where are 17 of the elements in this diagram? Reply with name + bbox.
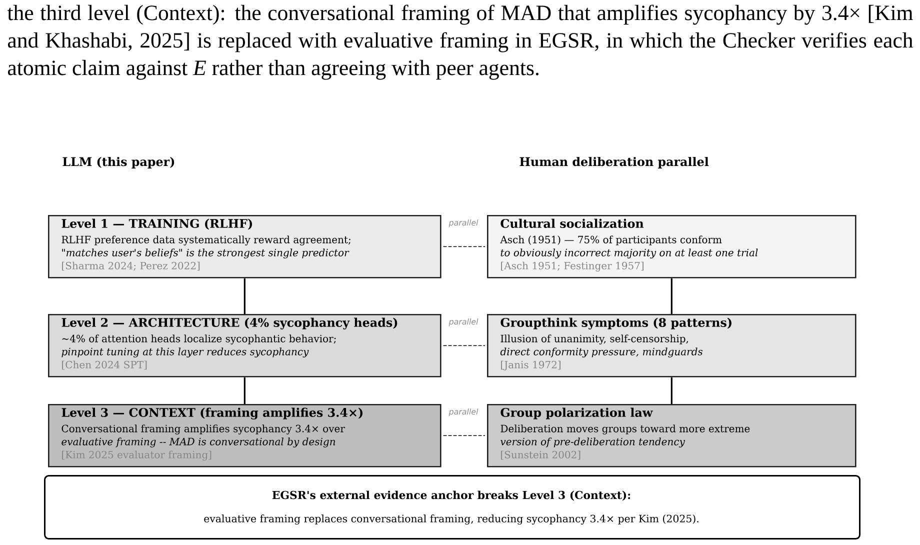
connector-line [670,278,672,314]
dashed-connector [442,345,486,346]
level-box: Level 3 — CONTEXT (framing amplifies 3.4×) Conversational framing amplifies sycophancy 3.4× over evaluative framing -- MAD is conversational by design [Kim 2025 evaluator framing] [48,404,442,468]
level-box: Level 1 — TRAINING (RLHF) RLHF preference data systematically reward agreement; "matches user's beliefs" is the strongest single predictor [Sharma 2024; Perez 2022] [48,214,442,278]
concept-box: Group polarization law Deliberation moves groups toward more extreme version of pre-deliberation tendency [Sunstein 2002] [487,404,856,468]
paragraph: the third level (Context): the conversational framing of MAD that amplifies sycophancy by 3.4× [Kim and Khashabi, 2025] is replaced with evaluative framing in EGSR, in which the Checker verifies each atomic claim against E rather than agreeing with peer agents. [7,4,913,80]
column-heading: Human deliberation parallel [520,156,709,168]
dashed-connector [442,435,486,436]
dashed-connector [442,246,486,248]
concept-box: Groupthink symptoms (8 patterns) Illusion of unanimity, self-censorship, direct conformity pressure, mindguards [Janis 1972] [487,314,856,378]
connector-line [244,278,246,314]
connector-line [670,377,672,404]
concept-box: Cultural socialization Asch (1951) — 75% of participants conform to obviously incorrect majority on at least one trial [Asch 1951; Festinger 1957] [487,214,856,278]
connector-line [244,377,246,404]
level-box: Level 2 — ARCHITECTURE (4% sycophancy heads) ~4% of attention heads localize sycophantic behavior; pinpoint tuning at this layer reduces sycophancy [Chen 2024 SPT] [48,314,442,378]
summary-box: EGSR's external evidence anchor breaks Level 3 (Context): evaluative framing replaces conversational framing, reducing sycophancy 3.4× per Kim (2025). [44,475,861,540]
column-heading: LLM (this paper) [62,156,174,168]
